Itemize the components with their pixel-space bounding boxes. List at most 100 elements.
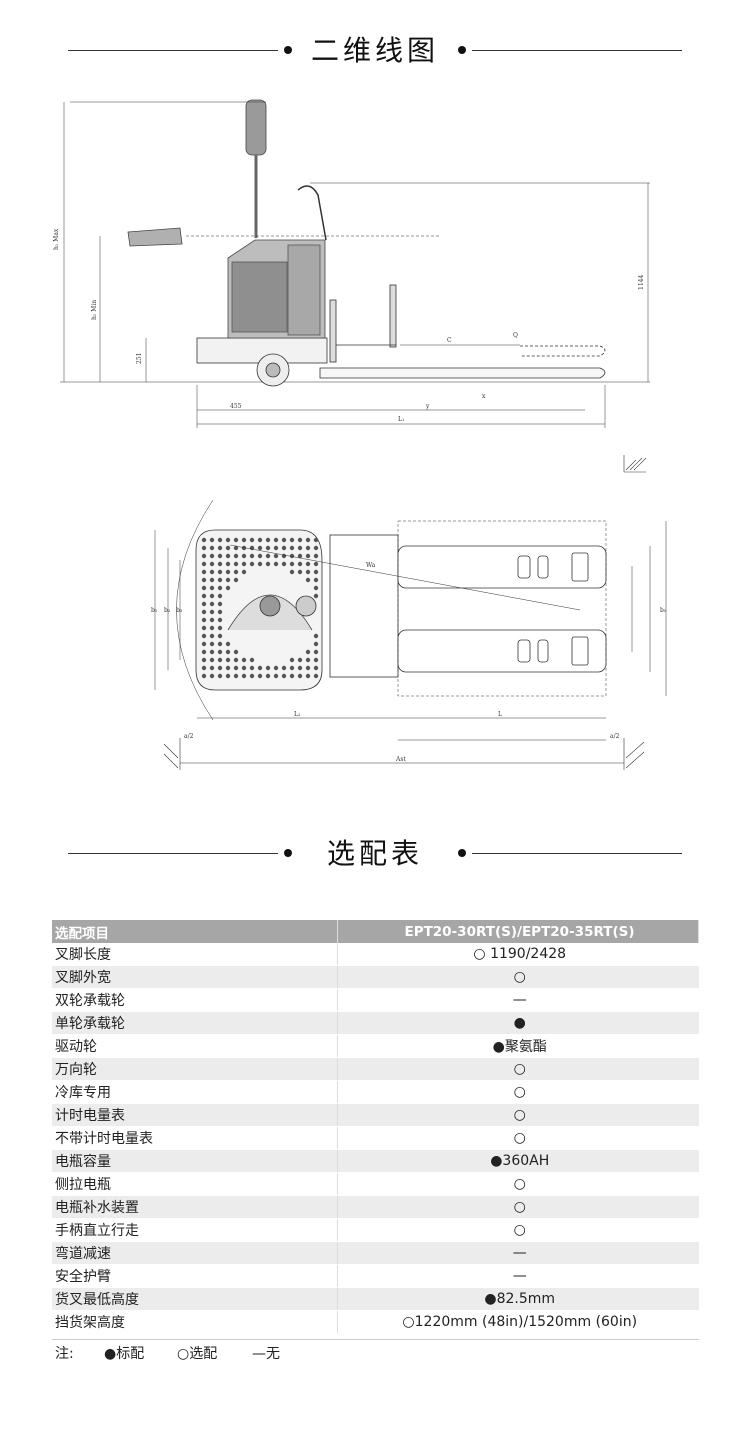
header-rule-right [472,50,682,51]
platform-dot [201,641,207,647]
option-value-cell: ●聚氨酯 [337,1034,699,1058]
note-label: 注: [55,1346,74,1362]
platform-dot [313,593,319,599]
platform-dot [305,537,311,543]
platform-dot [201,665,207,671]
table-row: 冷库专用○ [52,1080,699,1104]
table-row: 弯道减速— [52,1241,699,1265]
label-a2-left: a/2 [184,733,194,740]
legend-note: 注: ●标配 ○选配 —无 [52,1339,699,1363]
platform-dot [209,601,215,607]
platform-dot [209,569,215,575]
platform-dot [249,561,255,567]
platform-dot [201,577,207,583]
platform-dot [225,585,231,591]
platform-dot [305,545,311,551]
top-view [154,499,667,770]
platform-dot [313,633,319,639]
table-row: 电瓶补水装置○ [52,1195,699,1219]
platform-dot [289,545,295,551]
platform-dot [241,561,247,567]
platform-dot [201,625,207,631]
platform-dot [233,577,239,583]
platform-dot [297,569,303,575]
platform-dot [313,657,319,663]
side-view [60,99,650,473]
platform-dot [249,665,255,671]
platform-dot [233,649,239,655]
platform-dot [257,673,263,679]
ground-hatch-top [163,738,645,770]
platform-dot [289,561,295,567]
platform-dot [209,577,215,583]
platform-dot [265,545,271,551]
header-dot-left [284,46,292,54]
platform-dot [225,553,231,559]
platform-dot [201,673,207,679]
platform-dot [257,553,263,559]
table-row: 万向轮○ [52,1057,699,1081]
platform-dot [273,665,279,671]
label-h-max: h₁ Max [53,228,60,250]
option-name-cell: 电瓶补水装置 [52,1195,338,1219]
option-value-cell: — [337,1264,699,1288]
label-l: L [498,711,502,718]
label-x: x [482,393,486,400]
platform-dot [209,649,215,655]
platform-dot [225,545,231,551]
label-b3: b₃ [176,607,183,614]
option-value-cell: ● [337,1011,699,1035]
options-table: 选配项目 EPT20-30RT(S)/EPT20-35RT(S) 叉脚长度○ 1… [52,920,699,1334]
platform-dot [305,569,311,575]
option-name-cell: 手柄直立行走 [52,1218,338,1242]
platform-dot [201,649,207,655]
table-section-title: 选配表 [326,837,423,870]
table-row: 叉脚外宽○ [52,965,699,989]
platform-dot [313,577,319,583]
platform-dot [225,561,231,567]
platform-dot [305,553,311,559]
platform-dot [201,593,207,599]
header-option-item: 选配项目 [52,920,338,943]
platform-dot [281,545,287,551]
platform-dot [273,537,279,543]
platform-dot [241,665,247,671]
platform-dot [281,553,287,559]
platform-dot [217,641,223,647]
note-standard: ●标配 [104,1346,145,1362]
option-name-cell: 叉脚长度 [52,943,338,966]
label-251: 251 [136,353,143,364]
header-rule-left [68,853,278,854]
platform-dot [217,625,223,631]
option-name-cell: 冷库专用 [52,1080,338,1104]
table-row: 单轮承载轮● [52,1011,699,1035]
platform-dot [225,673,231,679]
platform-dot [305,561,311,567]
platform-dot [273,561,279,567]
drawing-section-title: 二维线图 [310,34,439,67]
platform-dot [241,673,247,679]
platform-dot [305,577,311,583]
platform-dot [289,537,295,543]
table-row: 安全护臂— [52,1264,699,1288]
table-row: 叉脚长度○ 1190/2428 [52,943,699,966]
platform-dot [313,569,319,575]
platform-dot [233,537,239,543]
table-row: 手柄直立行走○ [52,1218,699,1242]
label-y: y [425,403,430,410]
platform-dot [225,641,231,647]
label-a2-right: a/2 [610,733,620,740]
option-name-cell: 侧拉电瓶 [52,1172,338,1196]
platform-dot [313,545,319,551]
platform-dot [289,657,295,663]
platform-dot [217,649,223,655]
option-name-cell: 双轮承载轮 [52,988,338,1012]
platform-dot [209,641,215,647]
platform-dot [313,561,319,567]
platform-dot [217,673,223,679]
option-value-cell: ○ [337,1195,699,1219]
option-value-cell: ○ [337,965,699,989]
platform-dot [217,553,223,559]
option-name-cell: 电瓶容量 [52,1149,338,1173]
